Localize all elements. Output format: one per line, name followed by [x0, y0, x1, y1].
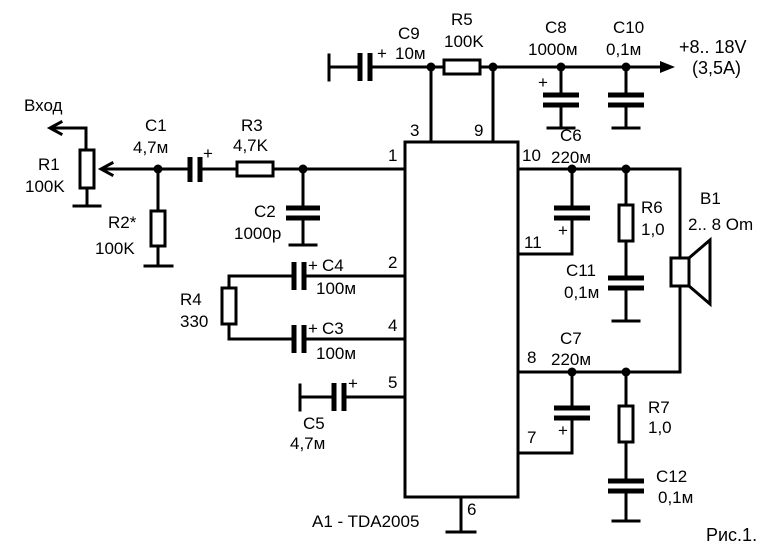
- c4-plus: +: [308, 256, 318, 275]
- c11-value: 0,1м: [564, 283, 599, 302]
- c1-name: C1: [145, 116, 167, 135]
- r6-value: 1,0: [641, 220, 665, 239]
- r1-value: 100K: [25, 177, 65, 196]
- resistor-r3: [235, 160, 275, 178]
- ic-pin-11: 11: [524, 233, 542, 252]
- c7-plus: +: [558, 421, 568, 440]
- c9-plus: +: [377, 44, 387, 63]
- r1-name: R1: [38, 155, 60, 174]
- c2-name: C2: [254, 202, 276, 221]
- input-arrow-head: [46, 119, 64, 137]
- r2-value: 100K: [95, 239, 135, 258]
- input-label: Вход: [24, 96, 63, 115]
- c3-plus: +: [308, 319, 318, 338]
- speaker-cone-icon: [686, 236, 712, 308]
- c9-name: C9: [398, 24, 420, 43]
- c12-value: 0,1м: [658, 488, 693, 507]
- wire-c6-pin11: [516, 217, 574, 256]
- r7-value: 1,0: [648, 418, 672, 437]
- resistor-r4: [220, 286, 238, 326]
- c6-plus: +: [558, 221, 568, 240]
- ic-label: A1 - TDA2005: [312, 512, 419, 531]
- ic-pin-3: 3: [410, 121, 419, 140]
- b1-name: B1: [700, 189, 721, 208]
- c3-value: 100м: [316, 344, 356, 363]
- c7-value: 220м: [551, 350, 591, 369]
- ic-pin-2: 2: [388, 253, 397, 272]
- c3-name: C3: [322, 319, 344, 338]
- r2-name: R2*: [108, 213, 137, 232]
- resistor-r1: [78, 148, 96, 190]
- supply-current: (3,5A): [692, 58, 741, 78]
- c7-name: C7: [560, 329, 582, 348]
- ic-pin-10: 10: [522, 146, 541, 165]
- c8-name: C8: [545, 18, 567, 37]
- c12-name: C12: [656, 467, 687, 486]
- c4-name: C4: [322, 256, 344, 275]
- supply-arrow-icon: [660, 61, 675, 73]
- c10-name: C10: [613, 18, 644, 37]
- c8-value: 1000м: [528, 40, 578, 59]
- c8-plus: +: [538, 73, 548, 92]
- c10-value: 0,1м: [606, 40, 641, 59]
- r4-name: R4: [180, 290, 202, 309]
- ic-pin-6: 6: [467, 500, 476, 519]
- c1-plus: +: [203, 144, 213, 163]
- wire-r4-c3: [227, 322, 295, 341]
- c5-name: C5: [303, 414, 325, 433]
- c5-value: 4,7м: [290, 434, 325, 453]
- resistor-r7: [617, 404, 635, 444]
- resistor-r6: [617, 203, 635, 243]
- ic-pin-7: 7: [527, 428, 536, 447]
- ic-pin-1: 1: [388, 146, 397, 165]
- ic-pin-4: 4: [388, 316, 397, 335]
- speaker-icon: [669, 256, 691, 288]
- wire-c7-pin7: [516, 417, 574, 455]
- figure-caption: Рис.1.: [706, 525, 757, 545]
- ic-pin-8: 8: [527, 348, 536, 367]
- resistor-r2: [149, 209, 167, 248]
- c6-name: C6: [560, 126, 582, 145]
- supply-voltage: +8.. 18V: [679, 37, 747, 57]
- r3-name: R3: [241, 116, 263, 135]
- r4-value: 330: [180, 312, 208, 331]
- ic-pin-9: 9: [474, 121, 483, 140]
- c11-name: C11: [566, 261, 596, 280]
- c5-plus: +: [348, 374, 358, 393]
- r3-value: 4,7K: [233, 136, 269, 155]
- r6-name: R6: [641, 198, 663, 217]
- r1-wiper-arrow: [97, 160, 115, 178]
- c1-value: 4,7м: [133, 138, 168, 157]
- resistor-r5: [442, 58, 482, 76]
- c2-value: 1000р: [234, 224, 281, 243]
- wire-r4-c4: [227, 274, 295, 289]
- c9-value: 10м: [395, 44, 426, 63]
- c4-value: 100м: [316, 279, 356, 298]
- b1-value: 2.. 8 Om: [688, 215, 753, 234]
- input-arrow-wire: [50, 126, 88, 152]
- c6-value: 220м: [551, 148, 591, 167]
- ic-tda2005-body: [403, 140, 520, 499]
- ic-pin-5: 5: [388, 373, 397, 392]
- r7-name: R7: [648, 398, 670, 417]
- r5-value: 100K: [444, 32, 484, 51]
- r5-name: R5: [451, 10, 473, 29]
